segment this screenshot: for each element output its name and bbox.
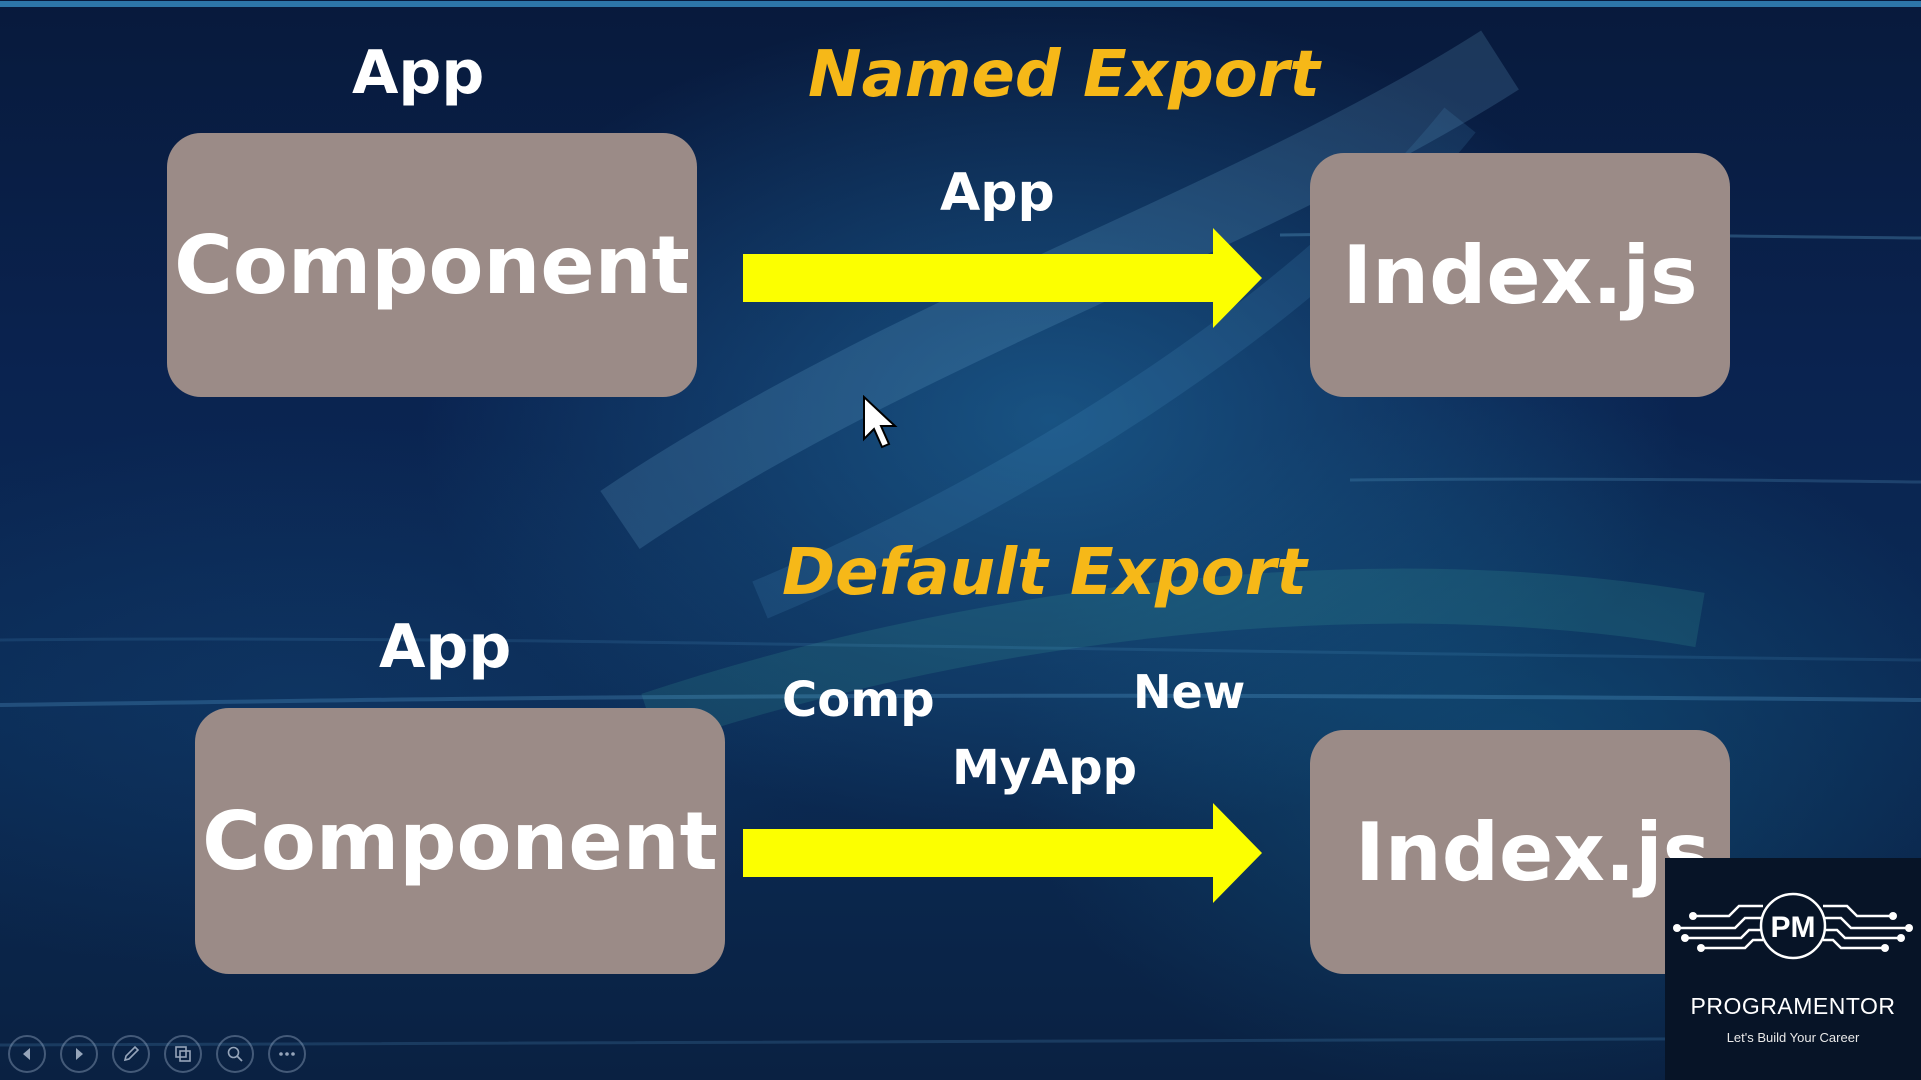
logo-tagline: Let's Build Your Career — [1726, 1030, 1860, 1045]
previous-slide-button[interactable] — [8, 1035, 46, 1073]
default-index-js-box: Index.js — [1310, 730, 1730, 974]
named-arrow-label: App — [940, 163, 1055, 223]
previous-slide-icon — [23, 1048, 30, 1060]
pen-button[interactable] — [112, 1035, 150, 1073]
more-options-icon — [279, 1052, 295, 1056]
slides-grid-button[interactable] — [164, 1035, 202, 1073]
mouse-cursor-icon — [863, 395, 898, 449]
named-export-title: Named Export — [808, 38, 1320, 112]
named-export-arrow — [743, 228, 1262, 328]
named-source-label: App — [352, 38, 485, 108]
logo-monogram: PM — [1771, 911, 1816, 944]
slides-grid-icon — [175, 1046, 191, 1062]
programentor-logo: PM PROGRAMENTOR Let's Build Your Career — [1665, 858, 1921, 1080]
default-component-box: Component — [195, 708, 725, 974]
zoom-icon — [227, 1046, 243, 1062]
alias-label-myapp: MyApp — [952, 740, 1137, 796]
circuit-pm-emblem: PM — [1673, 892, 1913, 960]
logo-name: PROGRAMENTOR — [1690, 993, 1896, 1019]
default-export-title: Default Export — [782, 536, 1307, 610]
next-slide-button[interactable] — [60, 1035, 98, 1073]
default-source-label: App — [379, 612, 512, 682]
alias-label-comp: Comp — [782, 672, 935, 728]
slideshow-controls — [8, 1035, 306, 1073]
alias-label-new: New — [1133, 665, 1246, 719]
more-options-button[interactable] — [268, 1035, 306, 1073]
named-component-box: Component — [167, 133, 697, 397]
pen-icon — [123, 1045, 140, 1062]
named-index-js-box: Index.js — [1310, 153, 1730, 397]
next-slide-icon — [76, 1048, 83, 1060]
zoom-button[interactable] — [216, 1035, 254, 1073]
default-export-arrow — [743, 803, 1262, 903]
